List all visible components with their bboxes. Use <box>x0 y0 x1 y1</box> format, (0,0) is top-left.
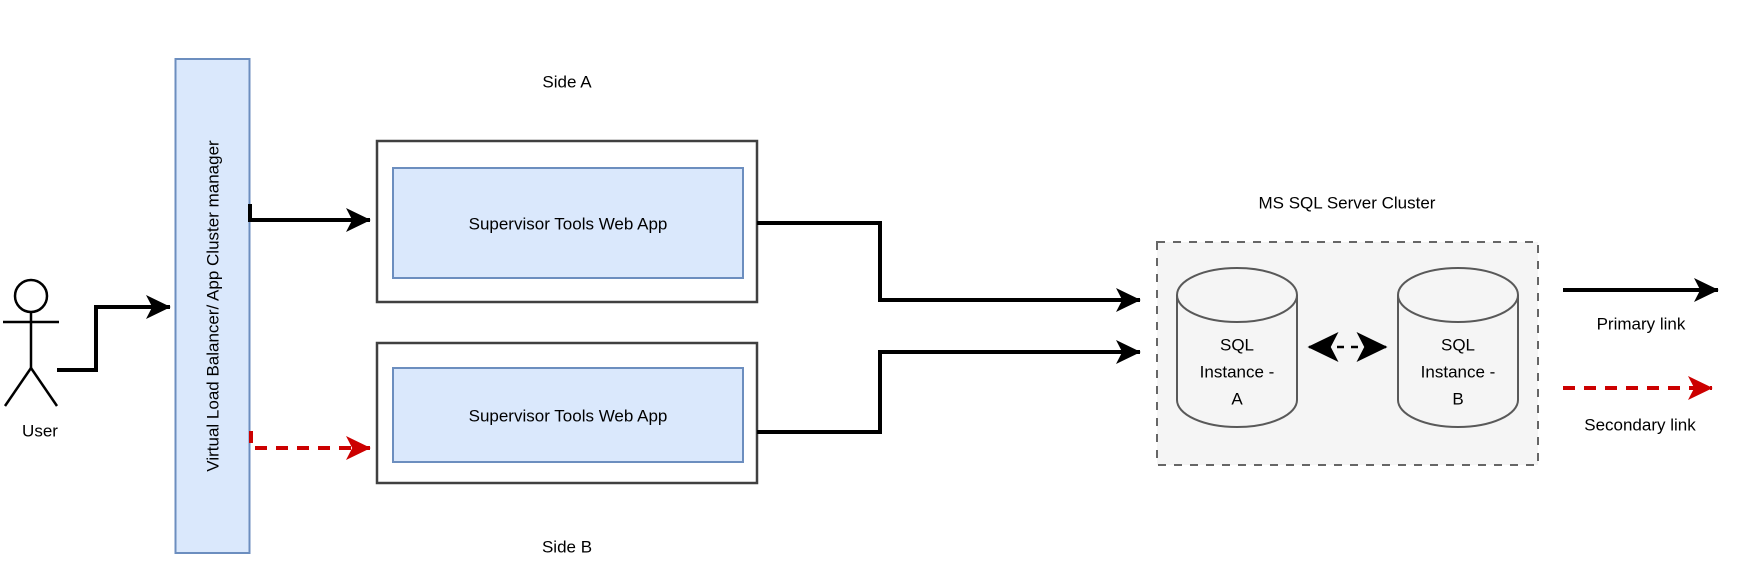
load-balancer-label: Virtual Load Balancer/ App Cluster manag… <box>204 140 223 472</box>
actor-left-leg <box>3 367 33 407</box>
sql-instance-a-node: SQL Instance - A <box>1176 267 1298 428</box>
sql-cluster-title: MS SQL Server Cluster <box>1259 194 1436 213</box>
sql-instance-a-label-line1: SQL <box>1220 336 1254 355</box>
database-cylinder-icon <box>1397 267 1519 428</box>
side-a-web-app-label: Supervisor Tools Web App <box>469 215 668 234</box>
sql-instance-b-label-line2: Instance - <box>1421 363 1496 382</box>
sql-instance-a-label-line2: Instance - <box>1200 363 1275 382</box>
side-b-web-app-label: Supervisor Tools Web App <box>469 407 668 426</box>
sql-instance-b-label-line3: B <box>1452 390 1463 409</box>
database-cylinder-rim <box>1397 294 1519 323</box>
database-cylinder-icon <box>1176 267 1298 428</box>
connector-side-a-to-cluster <box>757 221 1141 312</box>
sql-instance-b-label-line1: SQL <box>1441 336 1475 355</box>
side-b-web-app-node <box>392 367 744 463</box>
legend: Primary link Secondary link <box>1563 278 1719 435</box>
side-a-label: Side A <box>542 73 592 92</box>
legend-primary-link-label: Primary link <box>1597 315 1686 334</box>
side-b-label: Side B <box>542 538 592 557</box>
actor-head <box>13 278 49 314</box>
database-cylinder-rim <box>1176 294 1298 323</box>
user-label: User <box>22 422 58 441</box>
load-balancer-node <box>174 58 251 554</box>
connector-lb-to-side-b-secondary <box>249 431 371 460</box>
connector-lb-to-side-a-primary <box>248 204 371 232</box>
connector-user-to-load-balancer <box>57 295 171 372</box>
legend-secondary-link-label: Secondary link <box>1584 416 1696 435</box>
sql-instance-b-node: SQL Instance - B <box>1397 267 1519 428</box>
side-a-web-app-node <box>392 167 744 279</box>
actor-right-leg <box>29 367 59 407</box>
user-actor-icon <box>3 278 59 407</box>
sql-instance-a-label-line3: A <box>1231 390 1243 409</box>
connector-side-b-to-cluster <box>757 340 1141 434</box>
